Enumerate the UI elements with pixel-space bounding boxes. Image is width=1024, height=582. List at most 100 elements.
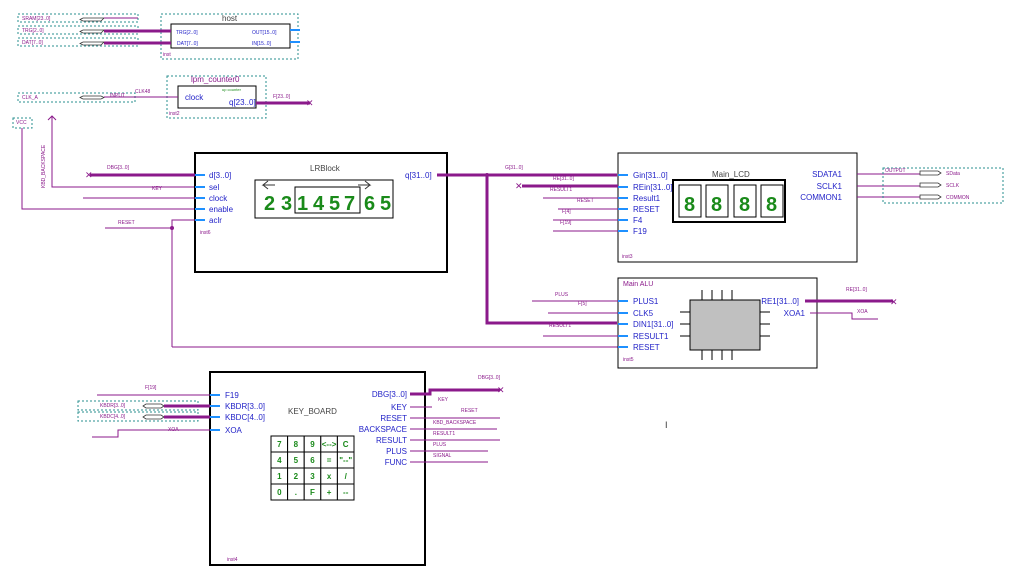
net-result1: RESULT1: [433, 431, 455, 437]
net-xoa: XOA: [168, 427, 179, 433]
alu-pin-clk5: CLK5: [633, 309, 654, 318]
host-pin-trg: TRG[2..0]: [176, 30, 198, 36]
keyboard-inst: inst4: [227, 557, 238, 563]
keyboard-input-pins[interactable]: KBDR[3..0] KBDC[4..0]: [77, 400, 210, 422]
keypad-key-label: .: [295, 488, 297, 497]
input-sram: SRAM[23..0]: [22, 16, 51, 22]
alu-pin-xoa1: XOA1: [784, 309, 806, 318]
svg-text:5: 5: [380, 193, 391, 215]
svg-text:7: 7: [344, 193, 355, 215]
lpm-counter-block[interactable]: lpm_counter0 up counter clock q[23..0] i…: [17, 75, 314, 119]
svg-text:8: 8: [711, 194, 722, 216]
net-dbg: DBG[3..0]: [478, 375, 501, 381]
svg-text:4: 4: [313, 193, 325, 215]
kb-pin-func: FUNC: [385, 458, 407, 467]
lcd-pin-gin: Gin[31..0]: [633, 171, 668, 180]
kb-pin-plus: PLUS: [386, 447, 407, 456]
net-f4: F[4]: [562, 209, 571, 215]
lcd-pin-sdata1: SDATA1: [812, 170, 842, 179]
lcd-pin-common1: COMMON1: [800, 193, 842, 202]
keypad-key-label: 2: [294, 472, 299, 481]
alu-pin-plus1: PLUS1: [633, 297, 659, 306]
svg-text:8: 8: [684, 194, 695, 216]
net-reset: RESET: [118, 220, 135, 226]
counter-subtitle: up counter: [222, 87, 242, 92]
net-g: G[31..0]: [505, 165, 523, 171]
lcd-pin-f19: F19: [633, 227, 647, 236]
output-sdata: SData: [946, 171, 960, 177]
keypad-key-label: /: [345, 472, 348, 481]
net-kbd-backspace: KBD_BACKSPACE: [433, 420, 477, 426]
lrblock-pin-clock: clock: [209, 194, 228, 203]
net-result1: RESULT1: [550, 187, 572, 193]
unconnected-x-icon: ✕: [85, 170, 93, 180]
svg-text:2: 2: [264, 193, 275, 215]
alu-pin-din1: DIN1[31..0]: [633, 320, 673, 329]
vcc-symbol[interactable]: [12, 117, 33, 129]
keypad-key-label: 3: [310, 472, 315, 481]
input-clk-a: CLK_A: [22, 95, 39, 101]
keypad-key-label: 1: [277, 472, 282, 481]
main-alu-block[interactable]: Main ALU PLUS1 CLK5 DIN1[31..0] RESULT1 …: [617, 277, 818, 369]
lrblock-pin-enable: enable: [209, 205, 234, 214]
unconnected-x-icon: ✕: [306, 98, 314, 108]
vcc-label: VCC: [16, 120, 27, 126]
counter-title: lpm_counter0: [191, 75, 240, 84]
svg-text:5: 5: [329, 193, 340, 215]
counter-inst: inst2: [169, 111, 180, 117]
input-tag: INPUT: [110, 93, 125, 99]
keypad-key-label: "--": [339, 456, 352, 465]
lcd-pin-rein: REin[31..0]: [633, 183, 673, 192]
keypad-key-label: +: [327, 488, 332, 497]
host-input-pins[interactable]: SRAM[23..0] TRG[2..0] DAT[7..0]: [17, 13, 171, 47]
host-inst: inst: [163, 52, 171, 58]
host-block[interactable]: host TRG[2..0] DAT[7..0] OUT[15..0] IN[1…: [160, 13, 300, 60]
net-signal: SIGNAL: [433, 453, 452, 459]
svg-text:1: 1: [297, 193, 308, 215]
lrblock-pin-d: d[3..0]: [209, 171, 231, 180]
net-key: KEY: [152, 186, 163, 192]
key-board-block[interactable]: KEY_BOARD F19 KBDR[3..0] KBDC[4..0] XOA …: [209, 371, 426, 566]
lcd-title: Main_LCD: [712, 170, 750, 179]
host-pin-out: OUT[15..0]: [252, 30, 277, 36]
net-result1: RESULT1: [549, 323, 571, 329]
net-re: RE[31..0]: [553, 176, 574, 182]
keypad-key-label: <-->: [322, 440, 337, 449]
alu-pin-result1: RESULT1: [633, 332, 669, 341]
lrblock-pin-sel: sel: [209, 183, 219, 192]
kb-pin-key: KEY: [391, 403, 408, 412]
unconnected-x-icon: ✕: [515, 181, 523, 191]
lrblock-pin-aclr: aclr: [209, 216, 222, 225]
svg-text:3: 3: [281, 193, 292, 215]
lrblock-pin-q: q[31..0]: [405, 171, 432, 180]
lcd-pin-result1: Result1: [633, 194, 661, 203]
host-title: host: [222, 14, 238, 23]
kb-pin-result: RESULT: [376, 436, 407, 445]
keypad-key-label: 5: [294, 456, 299, 465]
net-re: RE[31..0]: [846, 287, 867, 293]
net-plus: PLUS: [433, 442, 447, 448]
keypad-key: [336, 483, 355, 501]
svg-text:8: 8: [739, 194, 750, 216]
lcd-inst: inst3: [622, 254, 633, 260]
alu-pin-reset: RESET: [633, 343, 660, 352]
counter-pin-clock: clock: [185, 93, 204, 102]
keypad-key-label: 4: [277, 456, 282, 465]
svg-text:8: 8: [766, 194, 777, 216]
kb-pin-kbdr: KBDR[3..0]: [225, 402, 265, 411]
host-pin-in: IN[15..0]: [252, 41, 272, 47]
lcd-output-pins[interactable]: OUTPUT SData SCLK COMMON: [882, 167, 1004, 204]
alu-inst: inst5: [623, 357, 634, 363]
chip-icon: [680, 290, 770, 360]
lcd-pin-f4: F4: [633, 216, 643, 225]
text-cursor: I: [665, 420, 668, 430]
lrblock[interactable]: LRBlock 2 3 1 4 5 7 6 5 d[3..0] sel cloc…: [194, 152, 448, 273]
kb-pin-xoa: XOA: [225, 426, 243, 435]
input-kbdc: KBDC[4..0]: [100, 414, 126, 420]
output-common: COMMON: [946, 195, 970, 201]
keypad-key-label: 9: [310, 440, 315, 449]
kb-pin-f19: F19: [225, 391, 239, 400]
